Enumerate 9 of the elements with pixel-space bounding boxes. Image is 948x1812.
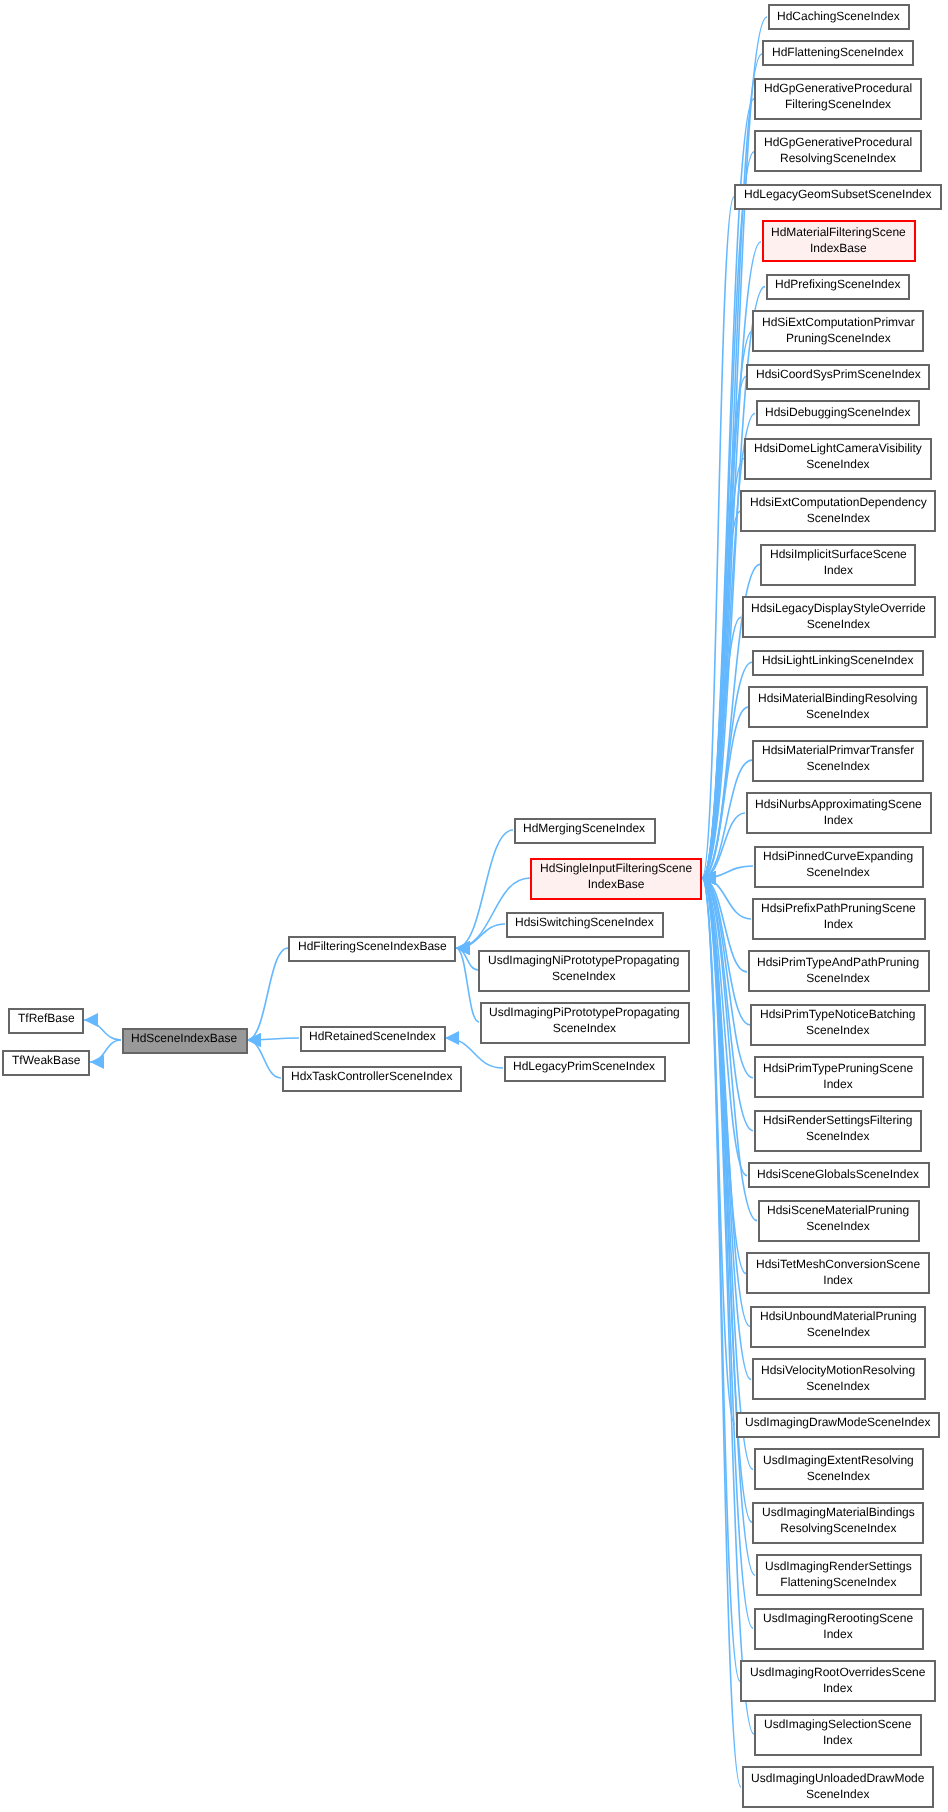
inheritance-arrow (698, 196, 735, 879)
inheritance-arrow (83, 1014, 122, 1041)
inheritance-arrow (89, 1039, 122, 1068)
inheritance-arrow (455, 947, 480, 1023)
inheritance-arrow (246, 1035, 282, 1079)
inheritance-arrow (701, 563, 761, 879)
inheritance-arrow (444, 1032, 504, 1069)
inheritance-arrow (701, 877, 758, 1222)
inheritance-arrow (246, 947, 289, 1042)
